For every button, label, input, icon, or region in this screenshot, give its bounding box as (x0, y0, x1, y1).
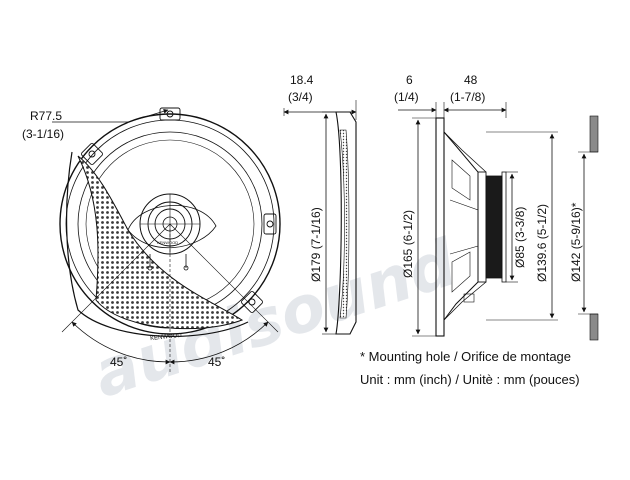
grille-profile (335, 111, 357, 335)
flange-depth-inch-label: (1/4) (394, 90, 419, 104)
angle-right-label: 45˚ (208, 355, 225, 369)
magnet-plate (477, 171, 487, 283)
angle-ray-left (61, 223, 171, 333)
grille-depth-label: 18.4 (290, 73, 314, 87)
grille-diameter-label: Ø179 (7-1/16) (309, 207, 323, 282)
magnet (485, 175, 503, 279)
mount-depth-label: 48 (464, 73, 478, 87)
brand-center-text: KENWOOD (157, 240, 178, 245)
outer-diameter-label: Ø165 (6-1/2) (401, 210, 415, 278)
angle-arc-left (71, 321, 171, 365)
cutout-diameter-label: Ø142 (5-9/16)* (569, 202, 583, 282)
units-note: Unit : mm (inch) / Unitè : mm (pouces) (360, 372, 580, 387)
angle-arc-right (169, 321, 269, 365)
panel-bottom (589, 313, 599, 341)
magnet-diameter-label: Ø85 (3-3/8) (513, 207, 527, 268)
tweeter-bridge (127, 205, 217, 249)
front-view (52, 107, 281, 372)
radius-inch-label: (3-1/16) (22, 127, 64, 141)
side-view-grille (283, 100, 357, 335)
brand-ring-text: KENWOOD (150, 333, 183, 342)
angle-ray-right (169, 223, 279, 333)
flange-depth-label: 6 (406, 73, 413, 87)
speaker-flange (435, 117, 445, 337)
grille-depth-inch-label: (3/4) (288, 90, 313, 104)
mounting-cutout (578, 115, 599, 341)
radius-label: R77.5 (30, 109, 62, 123)
side-view-speaker (398, 102, 558, 337)
radius-leader (127, 108, 169, 123)
panel-top (589, 115, 599, 153)
magnet-back-plate (501, 171, 507, 283)
angle-left-label: 45˚ (110, 355, 127, 369)
terminals (147, 254, 189, 271)
mounting-hole-note: * Mounting hole / Orifice de montage (360, 349, 571, 364)
mounting-tabs (81, 107, 277, 313)
grille-mesh (77, 155, 244, 330)
mount-depth-inch-label: (1-7/8) (450, 90, 485, 104)
grille-profile-mesh (339, 129, 350, 319)
basket-diameter-label: Ø139.6 (5-1/2) (535, 204, 549, 282)
